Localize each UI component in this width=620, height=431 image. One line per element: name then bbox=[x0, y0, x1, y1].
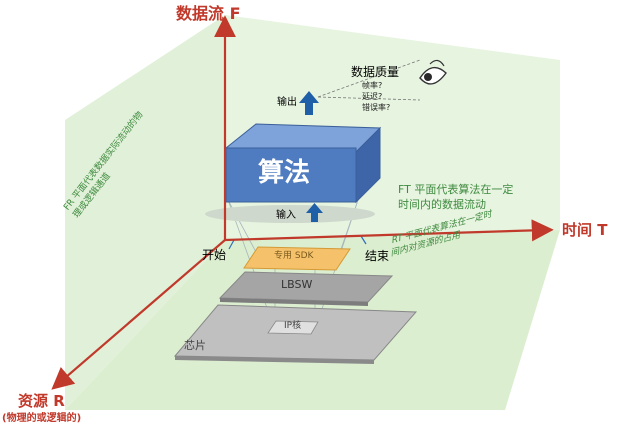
quality-item-2: 错误率? bbox=[362, 103, 391, 112]
axis-label-depth-note: (物理的或逻辑的) bbox=[2, 413, 82, 424]
axis-label-horizontal: 时间 T bbox=[562, 221, 608, 239]
start-end-ticks bbox=[228, 235, 367, 250]
sdk-layer bbox=[243, 246, 351, 271]
end-label: 结束 bbox=[365, 249, 390, 263]
algorithm-label: 算法 bbox=[258, 158, 311, 188]
input-arrow bbox=[306, 203, 323, 222]
sdk-label: 专用 SDK bbox=[274, 251, 314, 261]
ft-plane-label: FT 平面代表算法在一定时间内的数据流动 bbox=[398, 183, 514, 211]
depth-axis bbox=[51, 239, 226, 390]
chip-label: 芯片 bbox=[184, 339, 206, 352]
lbsw-layer bbox=[218, 271, 394, 306]
ip-core-layer bbox=[267, 320, 319, 335]
algorithm-shadow bbox=[205, 205, 375, 223]
output-label: 输出 bbox=[277, 97, 297, 108]
input-label: 输入 bbox=[276, 210, 296, 221]
fr-plane bbox=[65, 15, 225, 410]
output-arrow bbox=[299, 91, 319, 115]
quality-item-0: 帧率? bbox=[362, 81, 383, 90]
ip-label: IP核 bbox=[284, 321, 302, 331]
lbsw-label: LBSW bbox=[281, 278, 313, 291]
start-label: 开始 bbox=[202, 248, 227, 262]
eye-icon bbox=[419, 59, 447, 85]
quality-item-1: 延迟? bbox=[362, 92, 383, 101]
horizontal-axis bbox=[224, 219, 554, 242]
view-lines bbox=[317, 59, 421, 101]
axis-label-depth: 资源 R bbox=[18, 392, 65, 410]
quality-title: 数据质量 bbox=[351, 65, 400, 79]
axis-label-vertical: 数据流 F bbox=[176, 4, 241, 23]
algorithm-block bbox=[224, 123, 382, 204]
